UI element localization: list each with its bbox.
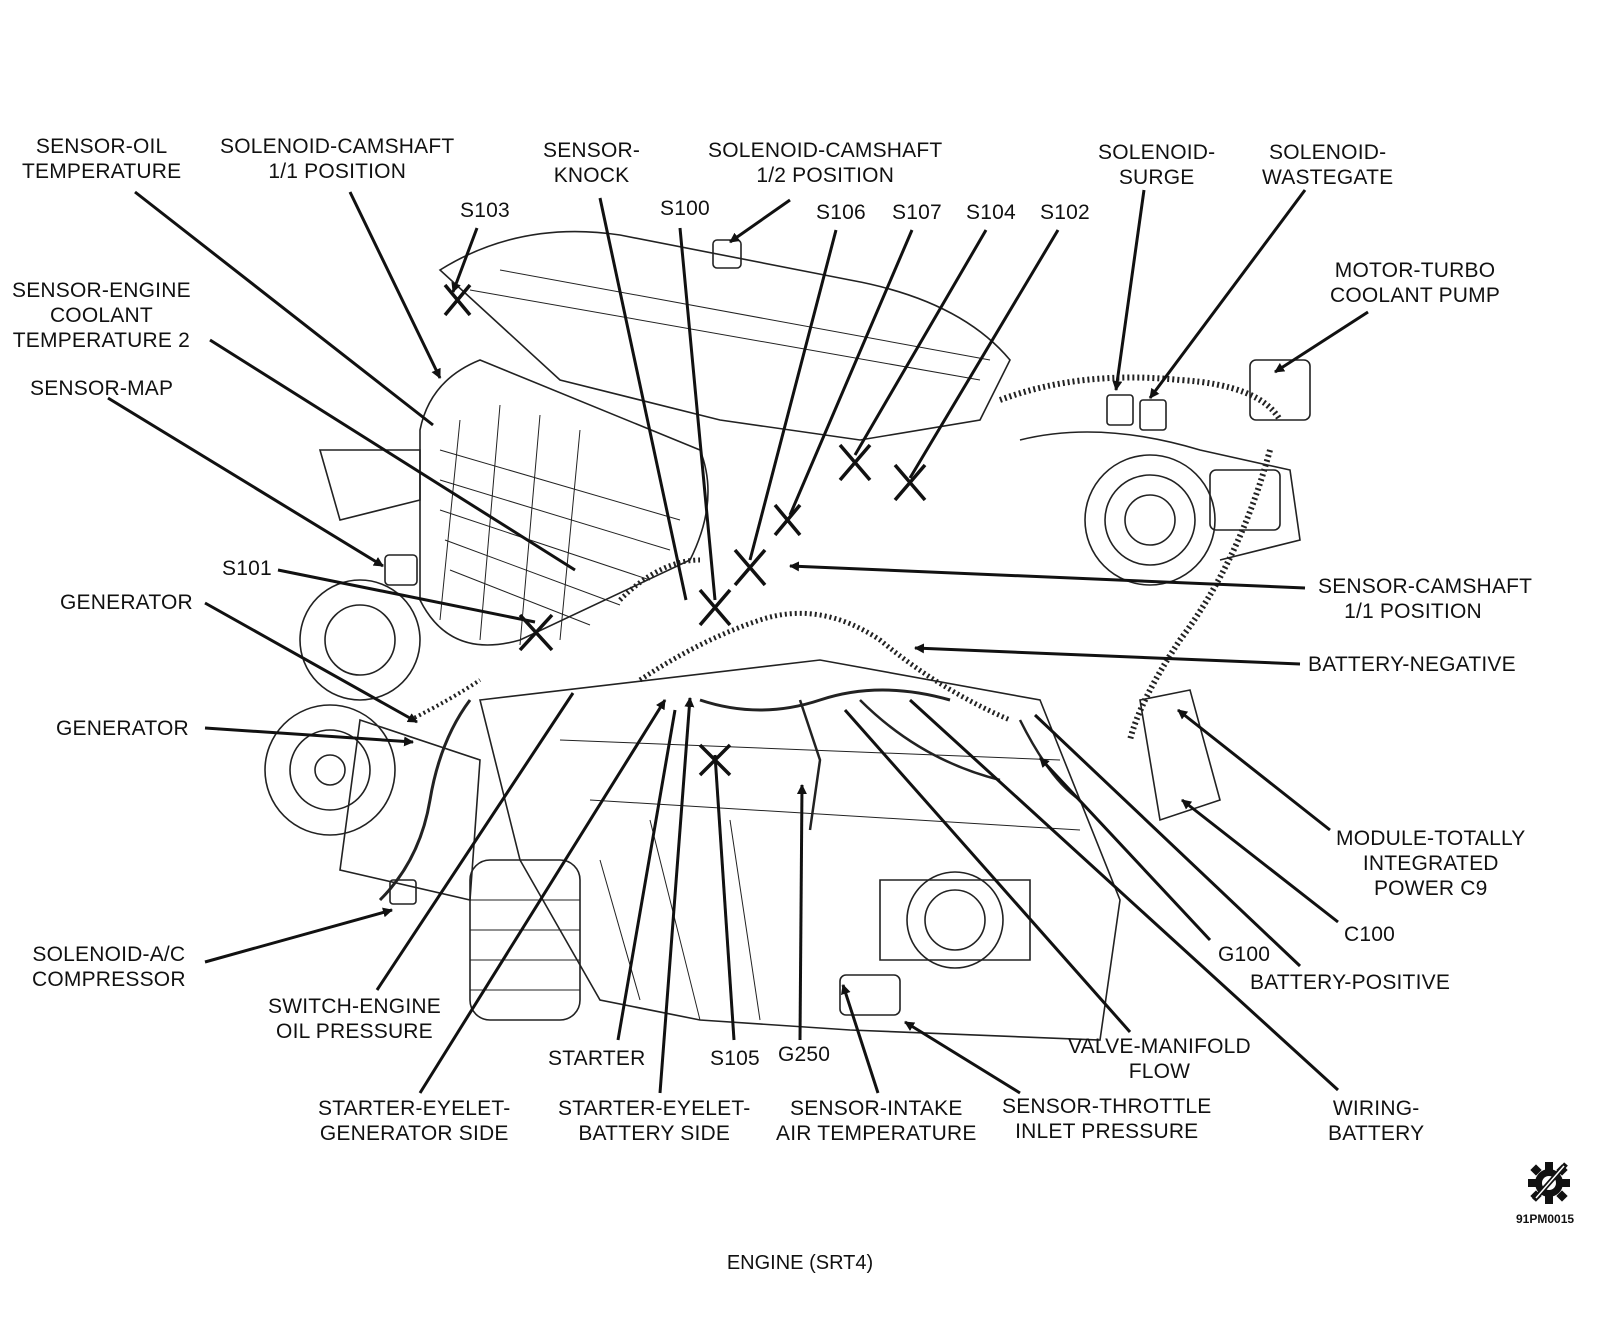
leader-battery-positive xyxy=(1033,713,1302,968)
leader-g250 xyxy=(796,784,807,1041)
label-s101: S101 xyxy=(222,557,272,580)
label-solenoid-ac-compressor: SOLENOID-A/C COMPRESSOR xyxy=(32,943,186,991)
label-solenoid-camshaft-1-1: SOLENOID-CAMSHAFT 1/1 POSITION xyxy=(220,135,455,183)
label-solenoid-surge: SOLENOID- SURGE xyxy=(1098,141,1216,189)
label-switch-engine-oil-pressure: SWITCH-ENGINE OIL PRESSURE xyxy=(268,995,441,1043)
leader-s106 xyxy=(748,229,838,561)
label-s107: S107 xyxy=(892,201,942,224)
label-module-tipm: MODULE-TOTALLY INTEGRATED POWER C9 xyxy=(1336,827,1526,900)
leader-switch-oil xyxy=(375,692,575,991)
leader-sensor-oil-temp xyxy=(134,190,434,427)
label-valve-manifold-flow: VALVE-MANIFOLD FLOW xyxy=(1068,1035,1251,1083)
leader-solenoid-ac xyxy=(204,907,393,964)
leader-sensor-knock xyxy=(598,197,688,601)
leader-s100 xyxy=(678,227,717,601)
leader-battery-negative xyxy=(914,643,1301,666)
leader-solenoid-cam-12 xyxy=(729,198,791,244)
leader-solenoid-cam-11 xyxy=(348,191,442,379)
leader-generator-1 xyxy=(204,601,418,724)
leader-sensor-ect2 xyxy=(209,338,576,572)
leader-s101 xyxy=(277,568,536,624)
leader-starter-eyelet-gen xyxy=(418,699,667,1094)
leader-c100 xyxy=(1181,798,1339,924)
label-g100: G100 xyxy=(1218,943,1271,966)
leader-s107 xyxy=(788,229,914,516)
label-s105: S105 xyxy=(710,1047,760,1070)
label-solenoid-wastegate: SOLENOID- WASTEGATE xyxy=(1262,141,1394,189)
label-s103: S103 xyxy=(460,199,510,222)
label-generator-1: GENERATOR xyxy=(60,591,193,614)
leader-s102 xyxy=(908,229,1060,479)
leader-solenoid-wastegate xyxy=(1148,189,1307,399)
leader-sensor-map xyxy=(107,396,384,568)
leader-solenoid-surge xyxy=(1112,189,1146,391)
engine-body xyxy=(264,230,1311,1041)
leader-sensor-iat xyxy=(841,984,880,1094)
leader-sensor-cam-pos xyxy=(789,561,1306,590)
label-sensor-oil-temperature: SENSOR-OIL TEMPERATURE xyxy=(22,135,182,183)
leader-s105 xyxy=(713,754,736,1041)
leader-module-tipm xyxy=(1177,708,1331,832)
leader-sensor-tip xyxy=(904,1020,1021,1095)
label-wiring-battery: WIRING- BATTERY xyxy=(1328,1097,1425,1145)
leader-g100 xyxy=(1038,756,1212,942)
leader-starter-eyelet-bat xyxy=(658,697,695,1094)
label-g250: G250 xyxy=(778,1043,831,1066)
label-generator-2: GENERATOR xyxy=(56,717,189,740)
label-sensor-knock: SENSOR- KNOCK xyxy=(543,139,641,187)
label-s106: S106 xyxy=(816,201,866,224)
figure-code: 91PM0015 xyxy=(1516,1212,1575,1226)
leader-s104 xyxy=(853,229,988,456)
leader-wiring-battery xyxy=(908,698,1340,1092)
leader-valve-manifold xyxy=(843,709,1132,1033)
label-sensor-map: SENSOR-MAP xyxy=(30,377,174,400)
label-s102: S102 xyxy=(1040,201,1090,224)
diagram-caption: ENGINE (SRT4) xyxy=(726,1252,874,1274)
leader-lines xyxy=(107,189,1369,1095)
leader-generator-2 xyxy=(204,726,414,747)
leader-s103 xyxy=(451,227,479,293)
label-starter-eyelet-generator-side: STARTER-EYELET- GENERATOR SIDE xyxy=(318,1097,511,1145)
label-battery-positive: BATTERY-POSITIVE xyxy=(1250,971,1451,994)
label-s100: S100 xyxy=(660,197,710,220)
label-sensor-intake-air-temperature: SENSOR-INTAKE AIR TEMPERATURE xyxy=(776,1097,977,1145)
label-sensor-camshaft-position: SENSOR-CAMSHAFT 1/1 POSITION xyxy=(1318,575,1533,623)
label-c100: C100 xyxy=(1344,923,1396,946)
label-battery-negative: BATTERY-NEGATIVE xyxy=(1308,653,1516,676)
label-starter: STARTER xyxy=(548,1047,646,1070)
leader-starter xyxy=(616,709,677,1041)
splice-marks xyxy=(443,283,927,777)
label-motor-turbo-coolant-pump: MOTOR-TURBO COOLANT PUMP xyxy=(1330,259,1501,307)
label-starter-eyelet-battery-side: STARTER-EYELET- BATTERY SIDE xyxy=(558,1097,751,1145)
label-sensor-engine-coolant-temp-2: SENSOR-ENGINE COOLANT TEMPERATURE 2 xyxy=(12,279,191,352)
label-sensor-throttle-inlet-pressure: SENSOR-THROTTLE INLET PRESSURE xyxy=(1002,1095,1212,1143)
gear-slash-icon xyxy=(1528,1162,1570,1204)
label-solenoid-camshaft-1-2: SOLENOID-CAMSHAFT 1/2 POSITION xyxy=(708,139,943,187)
label-s104: S104 xyxy=(966,201,1016,224)
leader-motor-turbo xyxy=(1274,310,1369,374)
